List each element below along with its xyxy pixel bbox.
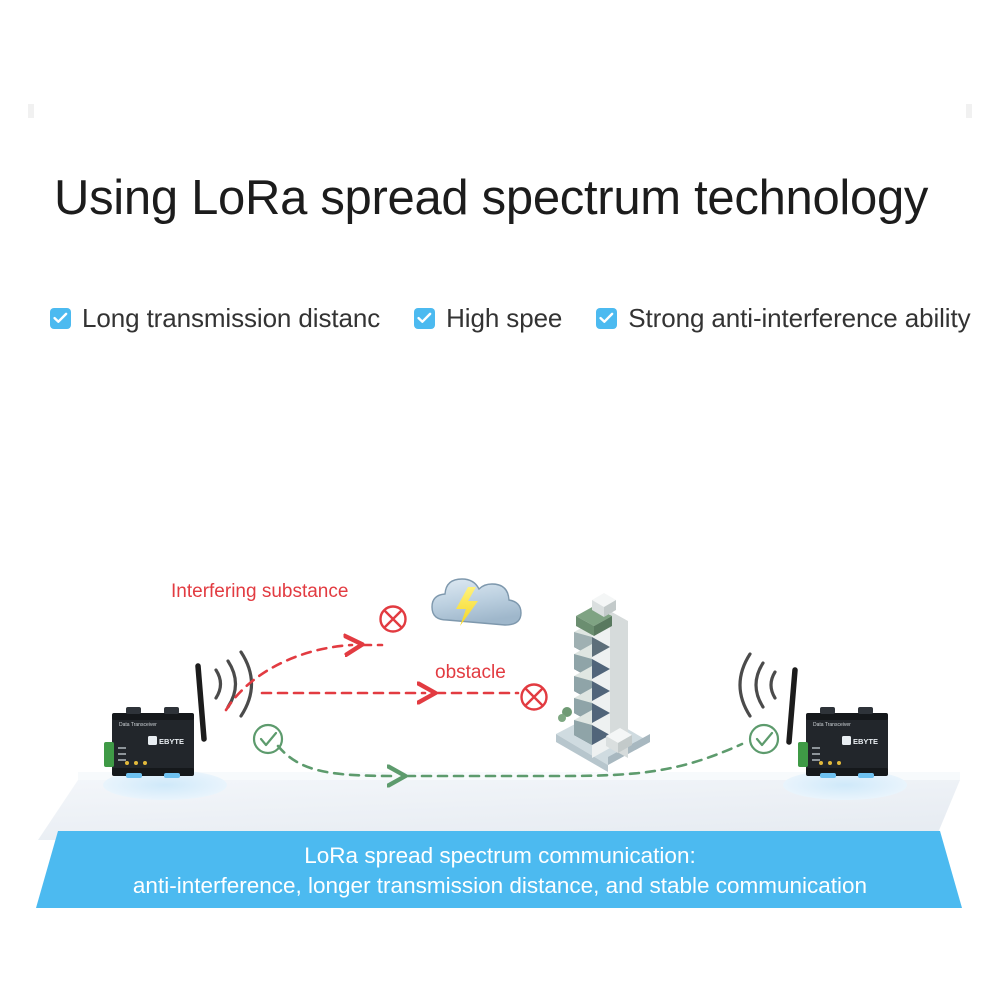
radio-waves-left <box>214 650 253 718</box>
feature-label: High spee <box>446 303 563 333</box>
checkbox-checked-icon[interactable] <box>596 307 618 329</box>
lora-diagram: Data Transceiver EBYTE <box>0 520 1000 940</box>
page-title: Using LoRa spread spectrum technology <box>54 171 929 225</box>
feature-label: Strong anti-interference ability <box>628 303 971 333</box>
device-brand-right: EBYTE <box>853 737 878 746</box>
antenna-left <box>195 663 207 742</box>
feature-item-high-speed[interactable]: High spee <box>414 303 562 333</box>
blocked-mark-lower <box>520 683 548 711</box>
blocked-path-lower <box>260 683 548 711</box>
blocked-path-upper <box>224 605 407 712</box>
building-obstacle <box>556 593 650 772</box>
success-path <box>252 723 780 776</box>
radio-waves-right <box>738 652 777 718</box>
success-mark-left <box>252 723 284 755</box>
feature-label: Long transmission distanc <box>82 303 381 333</box>
antenna-right <box>786 667 798 745</box>
device-label-right: Data Transceiver <box>813 722 851 728</box>
banner-line-2: anti-interference, longer transmission d… <box>133 873 867 898</box>
blocked-mark-upper <box>379 605 407 633</box>
checkbox-checked-icon[interactable] <box>414 307 436 329</box>
feature-list: Long transmission distanc High spee Stro… <box>50 298 971 338</box>
edge-artifact-left <box>28 104 34 118</box>
device-right[interactable]: Data Transceiver EBYTE <box>738 652 907 800</box>
device-body-right: Data Transceiver EBYTE <box>798 707 888 778</box>
summary-banner: LoRa spread spectrum communication: anti… <box>36 831 962 908</box>
device-glow <box>783 770 907 800</box>
device-left[interactable]: Data Transceiver EBYTE <box>103 650 253 800</box>
device-label-left: Data Transceiver <box>119 722 157 728</box>
feature-item-long-distance[interactable]: Long transmission distanc <box>50 303 380 333</box>
edge-artifact-right <box>966 104 972 118</box>
label-obstacle: obstacle <box>435 662 506 683</box>
success-mark-right <box>748 723 780 755</box>
storm-cloud-icon <box>431 578 522 626</box>
diagram-canvas: Data Transceiver EBYTE <box>36 578 962 908</box>
feature-item-anti-interference[interactable]: Strong anti-interference ability <box>596 303 971 333</box>
device-body-left: Data Transceiver EBYTE <box>104 707 194 778</box>
label-interfering-substance: Interfering substance <box>171 581 348 602</box>
checkbox-checked-icon[interactable] <box>50 307 71 329</box>
device-brand-left: EBYTE <box>159 737 184 746</box>
banner-line-1: LoRa spread spectrum communication: <box>304 843 695 868</box>
